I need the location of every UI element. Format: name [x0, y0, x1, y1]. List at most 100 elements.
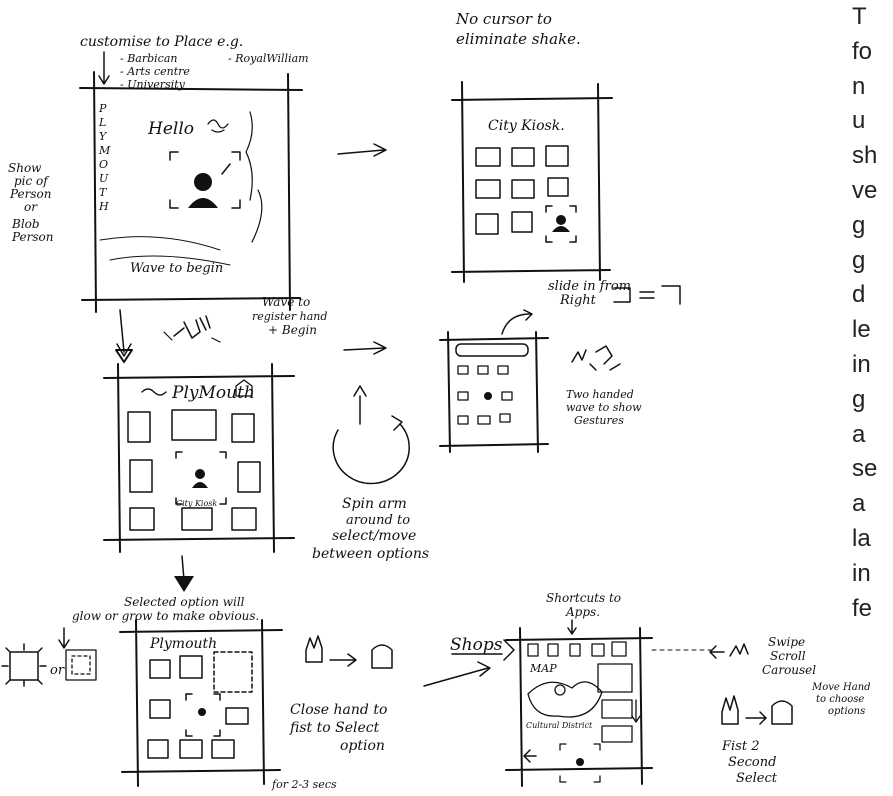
wave-to-begin-label: Wave to begin [130, 261, 223, 276]
no-cursor-note: No cursor to eliminate shake. [455, 10, 581, 48]
raised-arm-icon [354, 386, 366, 424]
svg-text:slide in from: slide in from [548, 279, 631, 294]
arrow-right-icon [424, 662, 490, 686]
svg-text:Select: Select [736, 771, 778, 786]
arrow-left-icon [710, 646, 724, 658]
svg-text:+ Begin: + Begin [268, 323, 317, 337]
svg-text:Scroll: Scroll [770, 649, 806, 663]
svg-text:pic of: pic of [14, 174, 50, 188]
svg-text:- RoyalWilliam: - RoyalWilliam [228, 52, 309, 65]
body-text-line: la [852, 522, 893, 557]
svg-text:Right: Right [559, 293, 597, 308]
map-info-panel [598, 664, 632, 692]
arrow-right-icon [746, 712, 766, 724]
body-text-line: sh [852, 139, 893, 174]
arrow-down-icon [99, 52, 109, 84]
curved-arrow-icon [502, 310, 532, 334]
shops-label: Shops [450, 635, 503, 655]
body-text-line: in [852, 348, 893, 383]
person-icon [192, 482, 208, 488]
svg-text:or: or [50, 663, 65, 678]
svg-text:Person: Person [11, 230, 53, 244]
fist-icon [372, 645, 392, 668]
city-kiosk-label: City Kiosk [176, 499, 217, 508]
person-icon [198, 708, 206, 716]
wave-deco-icon [142, 389, 166, 395]
svg-text:fist to Select: fist to Select [289, 720, 380, 736]
selected-title: Plymouth [149, 636, 217, 652]
swipe-hand-icon [730, 644, 748, 656]
shortcuts-note: Shortcuts to Apps. [546, 591, 621, 634]
waving-arm-icon [222, 164, 230, 174]
svg-text:to choose: to choose [816, 694, 864, 705]
svg-text:select/move: select/move [332, 528, 416, 544]
kiosk-screen: City Kiosk. [452, 82, 612, 282]
svg-text:T: T [99, 186, 108, 199]
body-text-line: le [852, 313, 893, 348]
chevron-right-icon [504, 640, 514, 660]
selected-tile-grid [148, 652, 252, 758]
map-screen: Shops MAP Cultural District [450, 628, 712, 786]
arrow-right-icon [338, 144, 386, 156]
body-text-line: g [852, 209, 893, 244]
district-label: Cultural District [526, 721, 593, 730]
plymouth-tile-grid [128, 410, 260, 530]
arrow-right-icon [330, 654, 356, 666]
svg-text:H: H [98, 200, 109, 213]
body-text-line: T [852, 0, 893, 35]
svg-text:Blob: Blob [11, 217, 40, 231]
plymouth-screen: PlyMouth City Kiosk [104, 364, 294, 552]
svg-text:- Barbican: - Barbican [120, 52, 177, 65]
plymouth-title: PlyMouth [171, 383, 255, 403]
svg-text:register hand: register hand [252, 310, 327, 323]
open-hand-icon [306, 636, 322, 662]
svg-text:Show: Show [8, 161, 42, 175]
truncated-body-text: T fo n u sh ve g g d le in g a se a la i… [852, 0, 893, 626]
arrow-down-icon [59, 628, 69, 648]
svg-text:Y: Y [99, 130, 108, 143]
svg-text:Two handed: Two handed [566, 388, 634, 401]
svg-text:Close hand to: Close hand to [290, 702, 387, 718]
body-text-line: ve [852, 174, 893, 209]
selected-note: Selected option will glow or grow to mak… [2, 595, 259, 686]
scroll-down-icon [632, 700, 640, 722]
slide-panel-icon [614, 286, 680, 304]
arrow-head-icon [174, 576, 194, 592]
svg-text:M: M [98, 144, 111, 157]
person-head-icon [194, 173, 212, 191]
kiosk-title: City Kiosk. [488, 118, 565, 134]
move-hand-note: Move Hand to choose options Fist 2 Secon… [721, 682, 871, 786]
body-text-line: se [852, 452, 893, 487]
mini-screen [440, 332, 548, 452]
body-text-line: in [852, 557, 893, 592]
svg-text:Shortcuts to: Shortcuts to [546, 591, 621, 605]
body-text-line: fe [852, 592, 893, 627]
svg-text:glow or grow to make obvious.: glow or grow to make obvious. [72, 609, 259, 623]
close-hand-note: Close hand to fist to Select option for … [271, 636, 392, 791]
arrow-right-icon [344, 342, 386, 354]
two-handed-note: Two handed wave to show Gestures [566, 346, 642, 427]
fist-icon [772, 701, 792, 724]
body-text-line: u [852, 104, 893, 139]
two-hands-icon [572, 346, 620, 370]
svg-text:P: P [98, 102, 107, 115]
svg-text:for 2-3 secs: for 2-3 secs [271, 778, 337, 791]
app-shortcuts [528, 642, 626, 656]
vertical-title: P L Y M O U T H [98, 102, 111, 213]
wave-register-note: Wave to register hand + Begin [164, 295, 327, 342]
body-text-line: fo [852, 35, 893, 70]
svg-text:or: or [24, 200, 38, 214]
slide-in-note: slide in from Right [548, 279, 680, 308]
svg-text:O: O [99, 158, 108, 171]
svg-text:Spin arm: Spin arm [342, 496, 407, 512]
svg-text:Second: Second [728, 755, 776, 770]
show-pic-note: Show pic of Person or Blob Person [8, 161, 53, 244]
kiosk-person-icon [556, 215, 566, 225]
body-text-line: a [852, 418, 893, 453]
svg-text:customise to Place e.g.: customise to Place e.g. [80, 34, 243, 50]
grow-example-icon [66, 650, 96, 680]
person-icon [484, 392, 492, 400]
svg-text:options: options [828, 706, 865, 717]
person-body-icon [188, 198, 218, 208]
body-text-line: g [852, 383, 893, 418]
